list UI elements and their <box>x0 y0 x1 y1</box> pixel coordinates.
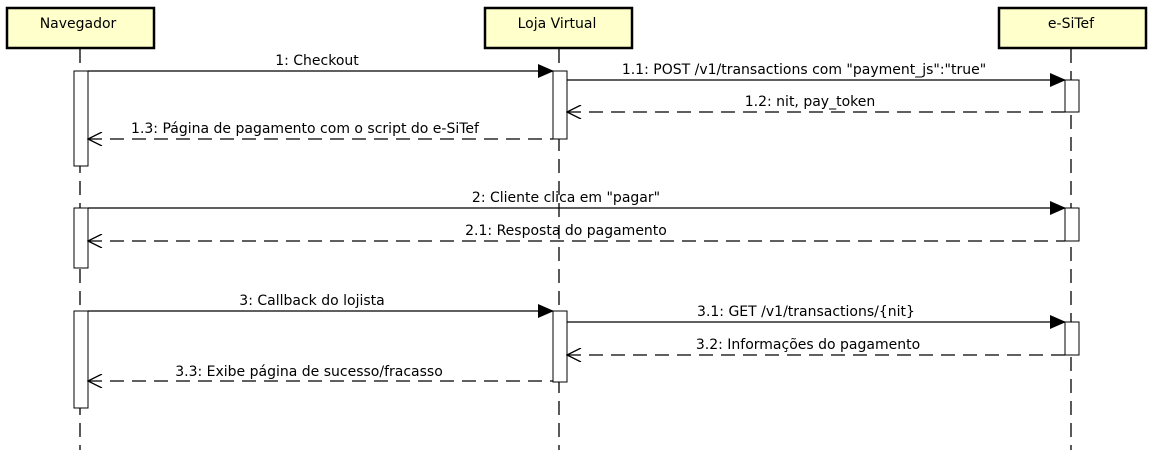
participant-loja-virtual[interactable]: Loja Virtual <box>483 6 634 50</box>
activation-bar <box>73 310 89 409</box>
message-label: 3.2: Informações do pagamento <box>696 337 920 353</box>
participant-label: Loja Virtual <box>518 16 597 32</box>
message-label: 1.2: nit, pay_token <box>745 94 875 110</box>
participant-navegador[interactable]: Navegador <box>5 6 156 50</box>
participant-label: e-SiTef <box>1048 16 1095 32</box>
message-cliente-clica-pagar[interactable]: 2: Cliente clica em "pagar" <box>88 190 1066 215</box>
activation-bar <box>1064 321 1080 356</box>
message-label: 3.1: GET /v1/transactions/{nit} <box>697 304 915 320</box>
message-exibe-pagina-resultado[interactable]: 3.3: Exibe página de sucesso/fracasso <box>88 364 553 381</box>
message-post-transactions[interactable]: 1.1: POST /v1/transactions com "payment_… <box>567 62 1066 87</box>
message-callback-lojista[interactable]: 3: Callback do lojista <box>88 293 554 318</box>
message-pagina-pagamento[interactable]: 1.3: Página de pagamento com o script do… <box>88 121 553 139</box>
activation-bar <box>1064 79 1080 113</box>
activation-bar <box>552 310 568 383</box>
message-nit-pay-token[interactable]: 1.2: nit, pay_token <box>567 94 1065 112</box>
message-get-transactions[interactable]: 3.1: GET /v1/transactions/{nit} <box>567 304 1066 329</box>
message-label: 1.1: POST /v1/transactions com "payment_… <box>622 62 986 78</box>
message-label: 1.3: Página de pagamento com o script do… <box>131 121 480 137</box>
activation-bar <box>73 70 89 167</box>
activation-bar <box>552 70 568 140</box>
participant-label: Navegador <box>40 16 117 32</box>
message-label: 3.3: Exibe página de sucesso/fracasso <box>175 364 443 380</box>
message-label: 2.1: Resposta do pagamento <box>465 223 667 239</box>
message-label: 2: Cliente clica em "pagar" <box>472 190 660 206</box>
message-checkout[interactable]: 1: Checkout <box>88 53 554 78</box>
message-resposta-pagamento[interactable]: 2.1: Resposta do pagamento <box>88 223 1065 241</box>
message-label: 1: Checkout <box>275 53 359 69</box>
activation-bar <box>1064 207 1080 242</box>
message-informacoes-pagamento[interactable]: 3.2: Informações do pagamento <box>567 337 1065 355</box>
activation-bar <box>73 207 89 269</box>
message-label: 3: Callback do lojista <box>239 293 384 309</box>
participant-esitef[interactable]: e-SiTef <box>997 6 1148 50</box>
